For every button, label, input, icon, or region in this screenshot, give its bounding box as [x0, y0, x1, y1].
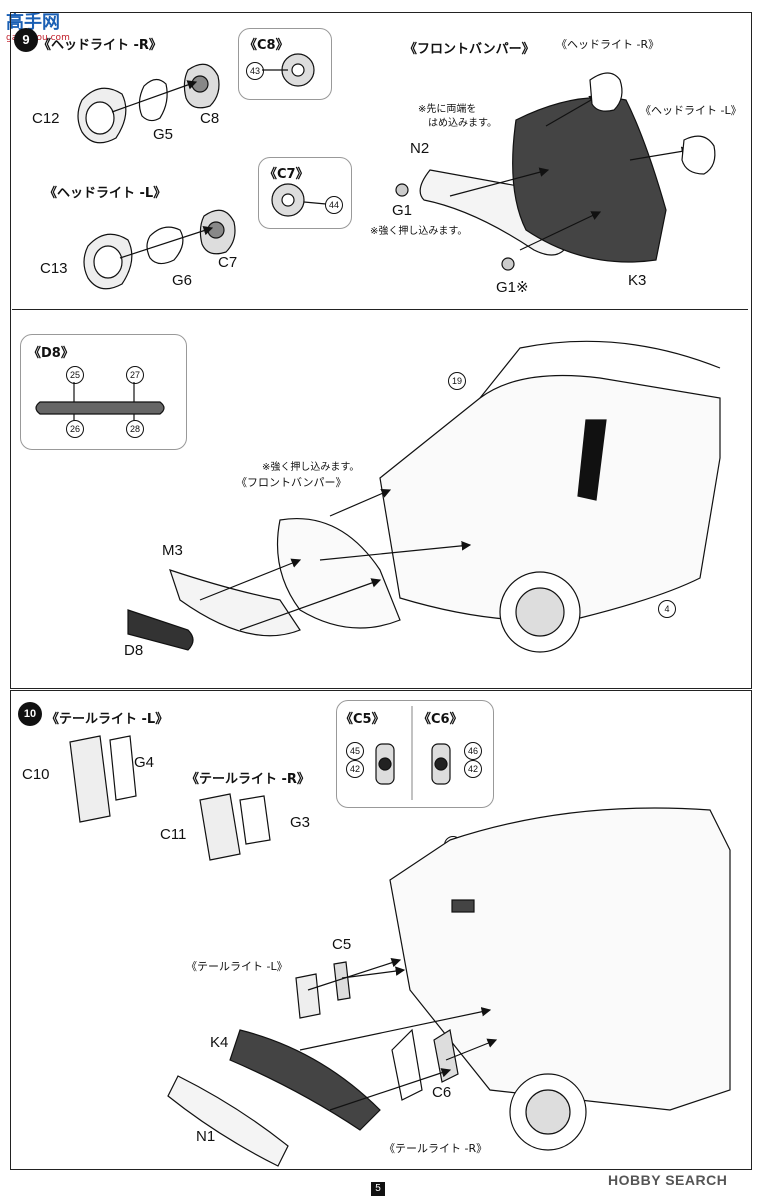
note-insert-ends-1: ※先に両端を — [418, 104, 477, 115]
callout-tail-l: 《テールライト -L》 — [186, 960, 288, 973]
step10-frame — [10, 690, 752, 1170]
callout-headlight-l: 《ヘッドライト -L》 — [640, 104, 742, 117]
front-bumper-title: 《フロントバンパー》 — [404, 42, 535, 57]
part-k3: K3 — [628, 272, 647, 289]
step10-marker: 10 — [18, 702, 42, 726]
callout-45: 45 — [346, 742, 364, 760]
callout-25: 25 — [66, 366, 84, 384]
headlight-r-parts — [77, 63, 220, 144]
part-c12: C12 — [32, 110, 60, 127]
hobby-search-watermark: HOBBY SEARCH — [608, 1172, 728, 1188]
part-g3: G3 — [290, 814, 311, 831]
front-bumper-title-bottom: 《フロントバンパー》 — [236, 476, 347, 489]
c5-title: 《C5》 — [340, 712, 385, 727]
part-c6: C6 — [432, 1084, 452, 1101]
page-number: 5 — [371, 1182, 385, 1196]
part-c11: C11 — [160, 826, 187, 843]
callout-4: 4 — [658, 600, 676, 618]
part-c13: C13 — [40, 260, 68, 277]
callout-26: 26 — [66, 420, 84, 438]
part-g4: G4 — [134, 754, 155, 771]
c6-title: 《C6》 — [418, 712, 463, 727]
note-insert-ends-2: はめ込みます。 — [428, 118, 497, 129]
callout-tail-r: 《テールライト -R》 — [384, 1142, 488, 1155]
part-g5: G5 — [153, 126, 174, 143]
callout-42b: 42 — [464, 760, 482, 778]
note-press-firmly-top: ※強く押し込みます。 — [370, 226, 468, 237]
c8-title: 《C8》 — [244, 38, 289, 53]
part-d8: D8 — [124, 642, 144, 659]
svg-text:高手网: 高手网 — [6, 11, 60, 33]
callout-42a: 42 — [346, 760, 364, 778]
part-m3: M3 — [162, 542, 183, 559]
callout-43: 43 — [246, 62, 264, 80]
part-c8: C8 — [200, 110, 220, 127]
callout-46: 46 — [464, 742, 482, 760]
part-n2: N2 — [410, 140, 430, 157]
step9-divider — [12, 309, 748, 310]
headlight-l-parts — [83, 209, 236, 290]
part-c10: C10 — [22, 766, 50, 783]
callout-44: 44 — [325, 196, 343, 214]
part-g1: G1 — [392, 202, 413, 219]
callout-27: 27 — [126, 366, 144, 384]
c7-title: 《C7》 — [264, 167, 309, 182]
part-c7: C7 — [218, 254, 238, 271]
part-k4: K4 — [210, 1034, 229, 1051]
part-c5: C5 — [332, 936, 352, 953]
callout-headlight-r: 《ヘッドライト -R》 — [556, 38, 660, 51]
tail-l-title: 《テールライト -L》 — [46, 712, 169, 727]
part-n1: N1 — [196, 1128, 216, 1145]
callout-28: 28 — [126, 420, 144, 438]
note-press-firmly-bottom: ※強く押し込みます。 — [262, 462, 360, 473]
tail-r-title: 《テールライト -R》 — [186, 772, 310, 787]
step9-frame — [10, 12, 752, 689]
d8-title: 《D8》 — [28, 346, 74, 361]
headlight-r-title: 《ヘッドライト -R》 — [38, 38, 162, 53]
part-g6: G6 — [172, 272, 193, 289]
headlight-l-title: 《ヘッドライト -L》 — [44, 186, 167, 201]
part-g1-note: G1※ — [496, 279, 529, 296]
step9-marker: 9 — [14, 28, 38, 52]
callout-19: 19 — [448, 372, 466, 390]
d8-detail-box — [20, 334, 187, 450]
